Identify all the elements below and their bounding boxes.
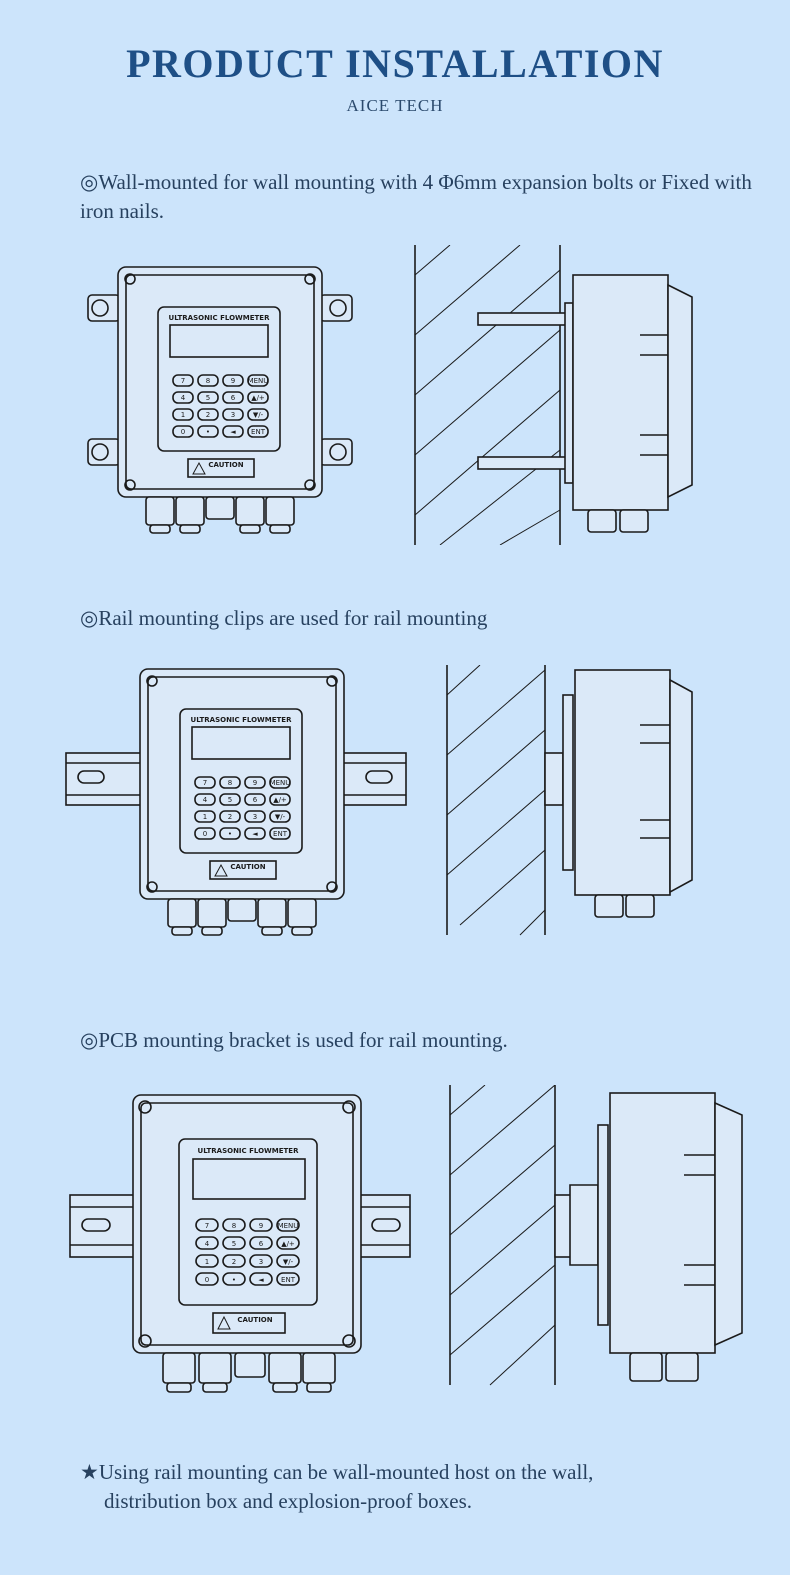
note-line-2: distribution box and explosion-proof box…	[104, 1489, 473, 1513]
svg-text:ENT: ENT	[251, 428, 266, 436]
svg-text:◄: ◄	[258, 1276, 264, 1284]
device-front-view: ULTRASONIC FLOWMETER 7 8 9 MENU 4 5 6 ▲/+ 1 2 3 ▼…	[87, 266, 353, 534]
wall-side-view	[414, 245, 693, 545]
page-subtitle: AICE TECH	[346, 96, 444, 115]
note-line-1: ★Using rail mounting can be wall-mounted…	[80, 1460, 594, 1484]
svg-text:5: 5	[232, 1240, 236, 1248]
svg-text:ENT: ENT	[273, 830, 288, 838]
svg-text:0: 0	[181, 428, 185, 436]
svg-text:3: 3	[253, 813, 257, 821]
svg-text:ENT: ENT	[281, 1276, 296, 1284]
svg-text:9: 9	[253, 779, 257, 787]
svg-text:9: 9	[259, 1222, 263, 1230]
svg-text:7: 7	[203, 779, 207, 787]
rail-side-view	[446, 665, 693, 936]
svg-text:1: 1	[205, 1258, 209, 1266]
svg-text:6: 6	[259, 1240, 264, 1248]
device-front-view-bracket: ULTRASONIC FLOWMETER 7 8 9 MENU 4 5 6 ▲/+ 1 2 3 ▼…	[69, 1094, 411, 1393]
caution-label: CAUTION	[208, 461, 243, 469]
svg-text:5: 5	[228, 796, 232, 804]
svg-text:6: 6	[231, 394, 236, 402]
svg-text:6: 6	[253, 796, 258, 804]
svg-text:▲/+: ▲/+	[273, 796, 287, 804]
section-2-text: ◎Rail mounting clips are used for rail m…	[80, 606, 488, 630]
svg-text:ULTRASONIC FLOWMETER: ULTRASONIC FLOWMETER	[191, 716, 293, 724]
svg-text:3: 3	[231, 411, 235, 419]
section-1-text: ◎Wall-mounted for wall mounting with 4 Φ…	[80, 170, 752, 223]
svg-text:▼/-: ▼/-	[253, 411, 264, 419]
svg-text:9: 9	[231, 377, 235, 385]
svg-text:1: 1	[203, 813, 207, 821]
svg-text:MENU: MENU	[278, 1222, 299, 1230]
pcb-bracket-diagram: ULTRASONIC FLOWMETER 7 8 9 MENU 4 5 6 ▲/+ 1 2 3 ▼…	[69, 1085, 743, 1393]
svg-text:8: 8	[228, 779, 232, 787]
svg-text:•: •	[228, 830, 232, 838]
svg-text:ULTRASONIC FLOWMETER: ULTRASONIC FLOWMETER	[198, 1147, 300, 1155]
svg-text:2: 2	[228, 813, 232, 821]
svg-text:2: 2	[206, 411, 210, 419]
svg-text:0: 0	[203, 830, 207, 838]
svg-text:CAUTION: CAUTION	[230, 863, 265, 871]
svg-text:1: 1	[181, 411, 185, 419]
svg-text:•: •	[232, 1276, 236, 1284]
svg-text:MENU: MENU	[248, 377, 269, 385]
svg-text:▼/-: ▼/-	[283, 1258, 294, 1266]
svg-text:4: 4	[205, 1240, 210, 1248]
wall-mount-diagram: ULTRASONIC FLOWMETER 7 8 9 MENU 4 5 6 ▲/+ 1 2 3 ▼…	[87, 245, 693, 545]
rail-clip-diagram: ULTRASONIC FLOWMETER 7 8 9 MENU 4 5 6 ▲/+ 1 2 3 ▼…	[65, 665, 693, 936]
svg-text:4: 4	[181, 394, 186, 402]
svg-text:▼/-: ▼/-	[275, 813, 286, 821]
svg-text:4: 4	[203, 796, 208, 804]
svg-text:◄: ◄	[230, 428, 236, 436]
svg-text:MENU: MENU	[270, 779, 291, 787]
page-title: PRODUCT INSTALLATION	[126, 41, 664, 86]
svg-text:•: •	[206, 428, 210, 436]
svg-text:▲/+: ▲/+	[251, 394, 265, 402]
svg-text:2: 2	[232, 1258, 236, 1266]
svg-text:▲/+: ▲/+	[281, 1240, 295, 1248]
svg-text:◄: ◄	[252, 830, 258, 838]
section-3-text: ◎PCB mounting bracket is used for rail m…	[80, 1028, 508, 1052]
bracket-side-view	[449, 1085, 743, 1386]
device-label: ULTRASONIC FLOWMETER	[169, 314, 271, 322]
keypad: 7 8 9 MENU 4 5 6 ▲/+ 1 2 3 ▼/- 0 • ◄ ENT	[172, 374, 269, 438]
svg-text:5: 5	[206, 394, 210, 402]
svg-text:CAUTION: CAUTION	[237, 1316, 272, 1324]
svg-text:8: 8	[232, 1222, 236, 1230]
device-front-view-rail: ULTRASONIC FLOWMETER 7 8 9 MENU 4 5 6 ▲/+ 1 2 3 ▼…	[65, 668, 407, 936]
svg-text:0: 0	[205, 1276, 209, 1284]
svg-text:3: 3	[259, 1258, 263, 1266]
svg-text:7: 7	[205, 1222, 209, 1230]
svg-text:7: 7	[181, 377, 185, 385]
svg-text:8: 8	[206, 377, 210, 385]
